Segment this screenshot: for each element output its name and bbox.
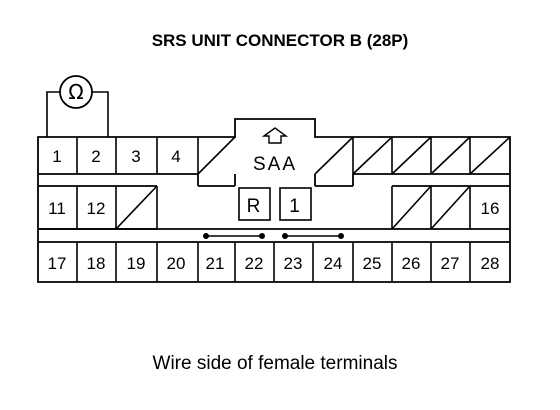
pin-21: 21 (206, 254, 225, 273)
ohm-symbol: Ω (68, 80, 83, 104)
pin-25: 25 (363, 254, 382, 273)
pin-2: 2 (91, 147, 100, 166)
up-arrow-icon (261, 127, 289, 144)
empty-cavity-marks (115, 136, 511, 230)
pin-28: 28 (481, 254, 500, 273)
pin-18: 18 (87, 254, 106, 273)
pin-11: 11 (48, 199, 66, 218)
pin-17: 17 (48, 254, 67, 273)
pin-3: 3 (131, 147, 140, 166)
key-label: SAA (253, 154, 297, 175)
pin-19: 19 (127, 254, 146, 273)
row3-dividers (76, 242, 471, 282)
shorting-bar-icon (203, 233, 344, 239)
diagram-title: SRS UNIT CONNECTOR B (28P) (152, 31, 409, 50)
pin-22: 22 (245, 254, 264, 273)
key-tab-1: 1 (279, 187, 312, 221)
row1-dividers (76, 137, 471, 174)
pin-16: 16 (481, 199, 500, 218)
pin-23: 23 (284, 254, 303, 273)
key-tab-1-label: 1 (289, 196, 302, 217)
key-tab-r: R (238, 187, 271, 221)
key-tab-r-label: R (247, 196, 263, 217)
pin-20: 20 (167, 254, 186, 273)
row2-dividers (76, 186, 471, 229)
pin-27: 27 (441, 254, 460, 273)
pin-1: 1 (52, 147, 61, 166)
pin-12: 12 (87, 199, 106, 218)
ohmmeter-icon: Ω (46, 75, 109, 137)
pin-24: 24 (324, 254, 343, 273)
pin-26: 26 (402, 254, 421, 273)
diagram-caption: Wire side of female terminals (153, 353, 398, 374)
pin-4: 4 (171, 147, 180, 166)
